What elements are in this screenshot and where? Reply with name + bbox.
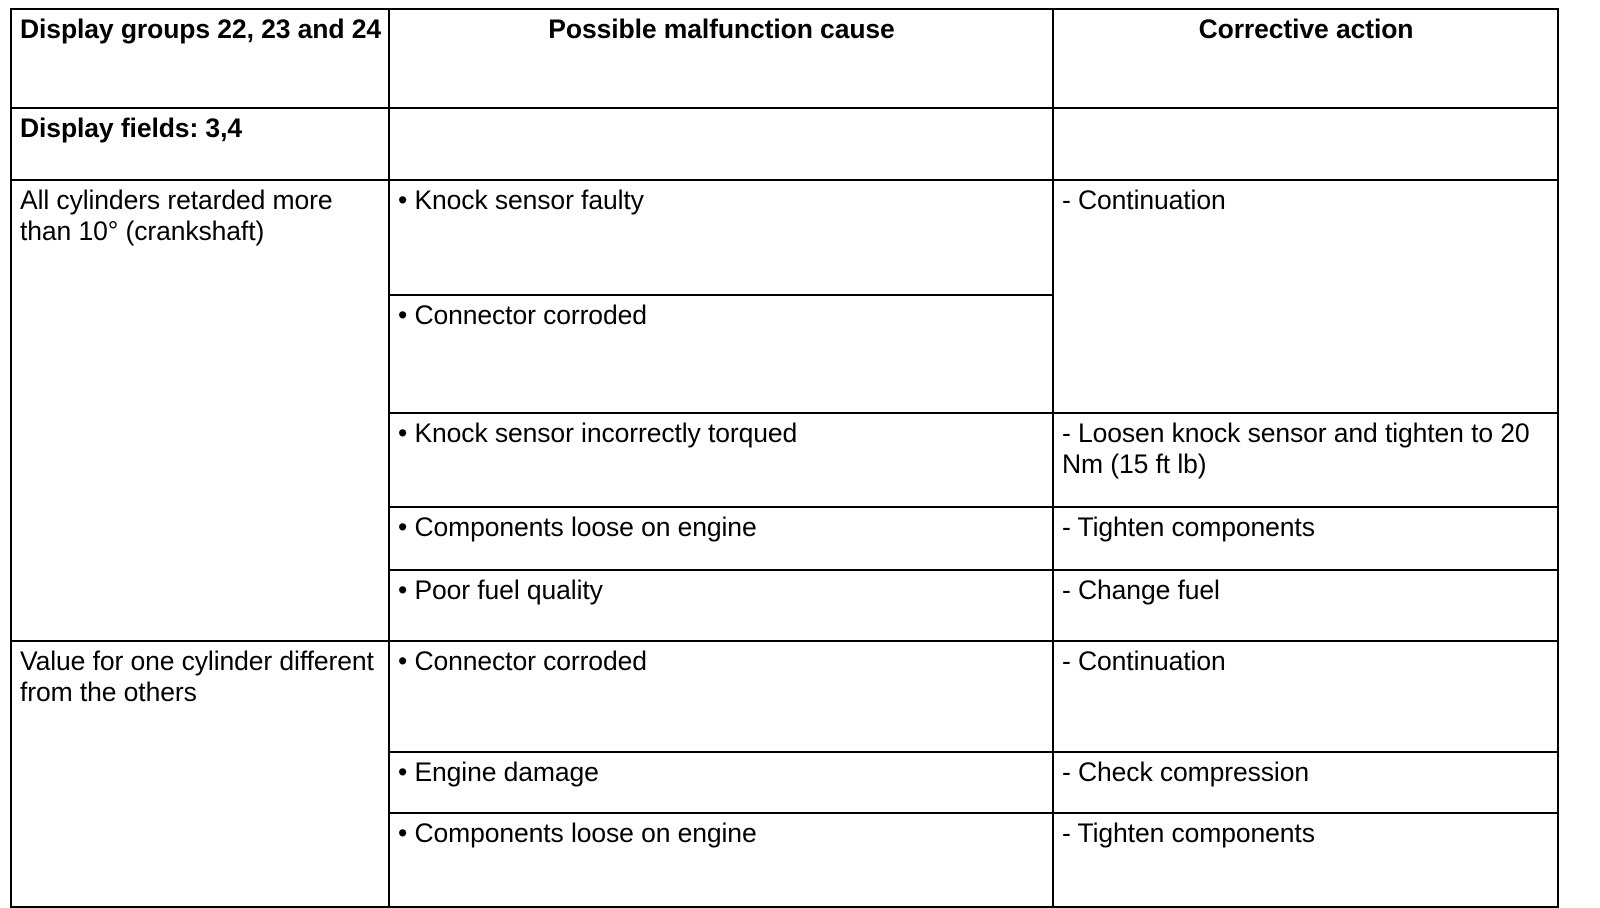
subheader-display-fields: Display fields: 3,4 bbox=[10, 107, 390, 181]
action-cell: - Check compression bbox=[1052, 751, 1559, 814]
action-cell: - Loosen knock sensor and tighten to 20 … bbox=[1052, 412, 1559, 508]
troubleshooting-table: Display groups 22, 23 and 24 Possible ma… bbox=[10, 8, 1559, 908]
table-row: • Connector corroded bbox=[11, 294, 1558, 414]
action-cell: - Tighten components bbox=[1052, 812, 1559, 908]
condition-cell-all-cylinders: All cylinders retarded more than 10° (cr… bbox=[10, 179, 390, 642]
column-header-malfunction-cause: Possible malfunction cause bbox=[388, 8, 1054, 109]
action-cell: - Continuation bbox=[1052, 179, 1559, 414]
cause-cell: • Knock sensor faulty bbox=[388, 179, 1054, 296]
table-row: All cylinders retarded more than 10° (cr… bbox=[10, 179, 1559, 642]
cause-cell: • Connector corroded bbox=[388, 640, 1054, 753]
cause-cell: • Components loose on engine bbox=[388, 506, 1054, 571]
table-row: Value for one cylinder different from th… bbox=[10, 640, 1559, 908]
subheader-action-empty bbox=[1052, 107, 1559, 181]
cause-cell: • Knock sensor incorrectly torqued bbox=[388, 412, 1054, 508]
cause-cell: • Poor fuel quality bbox=[388, 569, 1054, 642]
action-cell: - Tighten components bbox=[1052, 506, 1559, 571]
page-root: Display groups 22, 23 and 24 Possible ma… bbox=[10, 8, 1559, 908]
condition-cell-value-one-cylinder: Value for one cylinder different from th… bbox=[10, 640, 390, 908]
table-row: • Poor fuel quality - Change fuel bbox=[11, 569, 1559, 642]
column-header-corrective-action: Corrective action bbox=[1052, 8, 1559, 109]
table-row: • Knock sensor incorrectly torqued - Loo… bbox=[11, 412, 1559, 508]
action-cell: - Continuation bbox=[1052, 640, 1559, 753]
column-header-display-groups: Display groups 22, 23 and 24 bbox=[10, 8, 390, 109]
action-cell: - Change fuel bbox=[1052, 569, 1559, 642]
cause-cell: • Engine damage bbox=[388, 751, 1054, 814]
table-row: • Engine damage - Check compression bbox=[11, 751, 1559, 814]
cause-cell: • Components loose on engine bbox=[388, 812, 1054, 908]
table-header-row: Display groups 22, 23 and 24 Possible ma… bbox=[10, 8, 1559, 109]
table-row: • Components loose on engine - Tighten c… bbox=[11, 506, 1559, 571]
subheader-cause-empty bbox=[388, 107, 1054, 181]
cause-cell: • Connector corroded bbox=[388, 294, 1054, 414]
table-subheader-row: Display fields: 3,4 bbox=[10, 107, 1559, 181]
